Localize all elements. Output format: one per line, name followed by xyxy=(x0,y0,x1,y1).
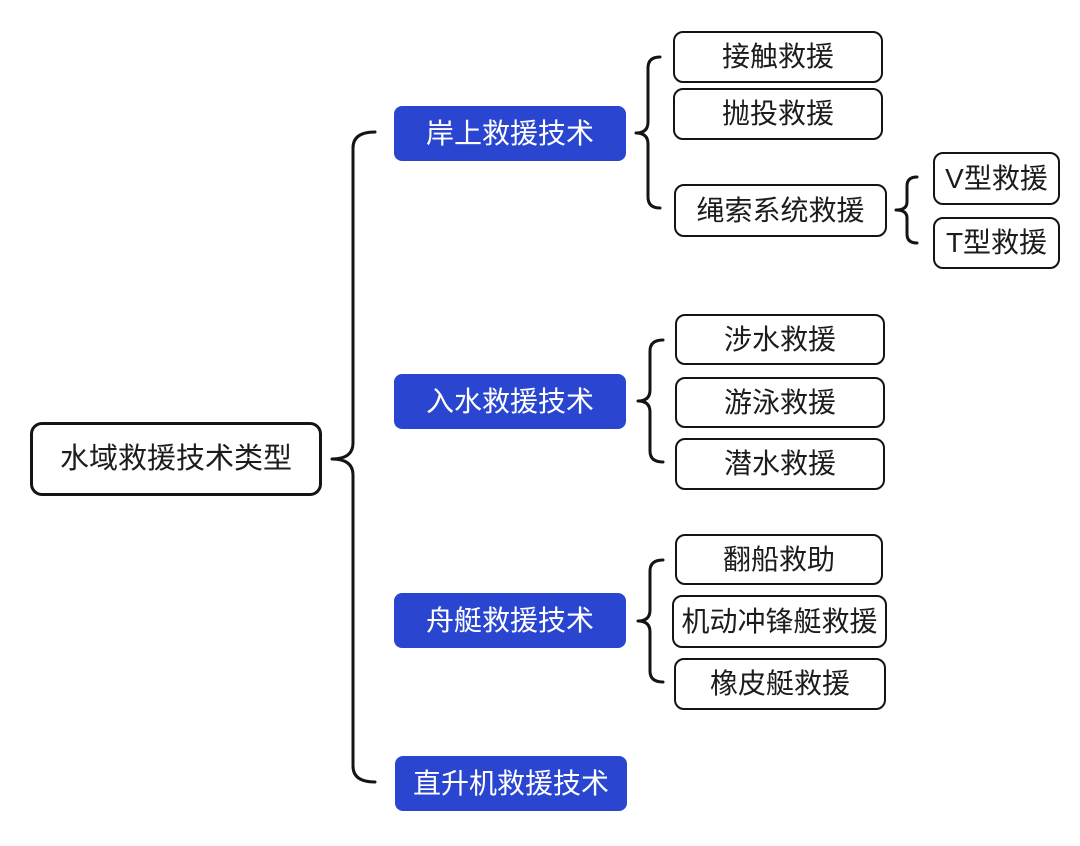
node-rubber-boat-rescue: 橡皮艇救援 xyxy=(674,658,886,710)
node-t-type-rescue: T型救援 xyxy=(933,217,1060,269)
node-swimming-rescue: 游泳救援 xyxy=(675,377,885,428)
node-diving-rescue: 潜水救援 xyxy=(675,438,885,490)
branch-node-boat-rescue: 舟艇救援技术 xyxy=(394,593,626,648)
branch-node-water-entry-rescue: 入水救援技术 xyxy=(394,374,626,429)
branch-node-helicopter-rescue: 直升机救援技术 xyxy=(395,756,627,811)
branch-node-shore-rescue: 岸上救援技术 xyxy=(394,106,626,161)
shore-children-brace xyxy=(634,55,662,210)
root-node: 水域救援技术类型 xyxy=(30,422,322,496)
water-entry-children-brace xyxy=(636,338,665,464)
rope-children-brace xyxy=(894,175,919,245)
node-motor-assault-boat-rescue: 机动冲锋艇救援 xyxy=(672,595,887,648)
node-capsized-boat-rescue: 翻船救助 xyxy=(675,534,883,585)
root-brace xyxy=(330,130,377,784)
boat-children-brace xyxy=(636,558,665,684)
node-rope-system-rescue: 绳索系统救援 xyxy=(674,184,887,237)
node-throw-rescue: 抛投救援 xyxy=(673,88,883,140)
node-wading-rescue: 涉水救援 xyxy=(675,314,885,365)
node-contact-rescue: 接触救援 xyxy=(673,31,883,83)
node-v-type-rescue: V型救援 xyxy=(933,152,1060,205)
